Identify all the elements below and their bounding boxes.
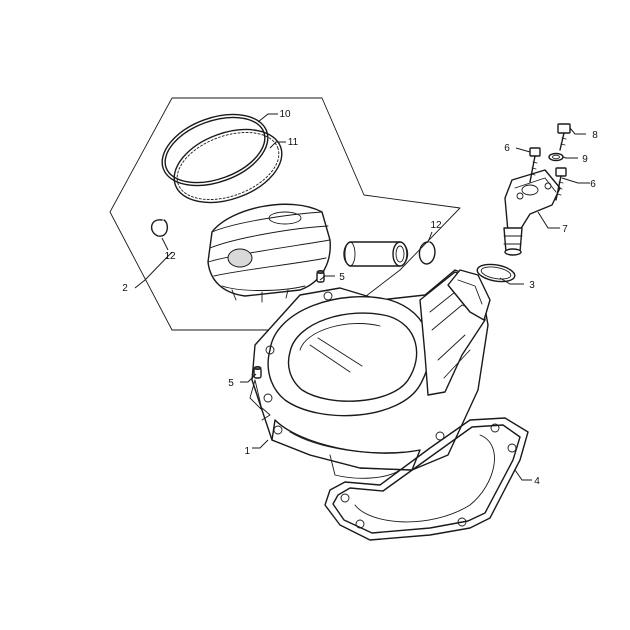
leader-lines xyxy=(134,113,590,481)
dowel-pin-top xyxy=(316,270,325,283)
callout-6-left: 6 xyxy=(504,143,510,154)
callout-12-left: 12 xyxy=(164,251,176,262)
plug-screw xyxy=(557,123,571,151)
dowel-pin-left xyxy=(253,366,262,379)
callout-5-top: 5 xyxy=(339,272,345,283)
callout-4: 4 xyxy=(534,476,540,487)
bolt-right xyxy=(555,167,567,201)
chain-tensioner xyxy=(503,169,561,256)
circlip-right xyxy=(418,241,436,265)
callout-11: 11 xyxy=(288,137,299,148)
piston-ring-oil xyxy=(173,128,283,204)
piston xyxy=(207,203,331,303)
callout-8: 8 xyxy=(592,130,598,141)
cylinder xyxy=(249,269,491,479)
sealing-washer xyxy=(548,152,564,162)
callout-6-right: 6 xyxy=(590,179,596,190)
piston-ring-top xyxy=(161,113,269,187)
callout-5-left: 5 xyxy=(228,378,234,389)
circlip-left xyxy=(151,219,169,237)
callout-12-right: 12 xyxy=(430,220,442,231)
callout-2: 2 xyxy=(122,283,128,294)
callout-10: 10 xyxy=(279,109,291,120)
cylinder-base-gasket xyxy=(324,417,529,541)
callout-1: 1 xyxy=(244,446,250,457)
callout-3: 3 xyxy=(529,280,535,291)
o-ring xyxy=(476,263,516,283)
callout-9: 9 xyxy=(582,154,588,165)
callout-7: 7 xyxy=(562,224,568,235)
piston-pin xyxy=(343,241,409,267)
piston-kit-frame xyxy=(109,97,461,331)
